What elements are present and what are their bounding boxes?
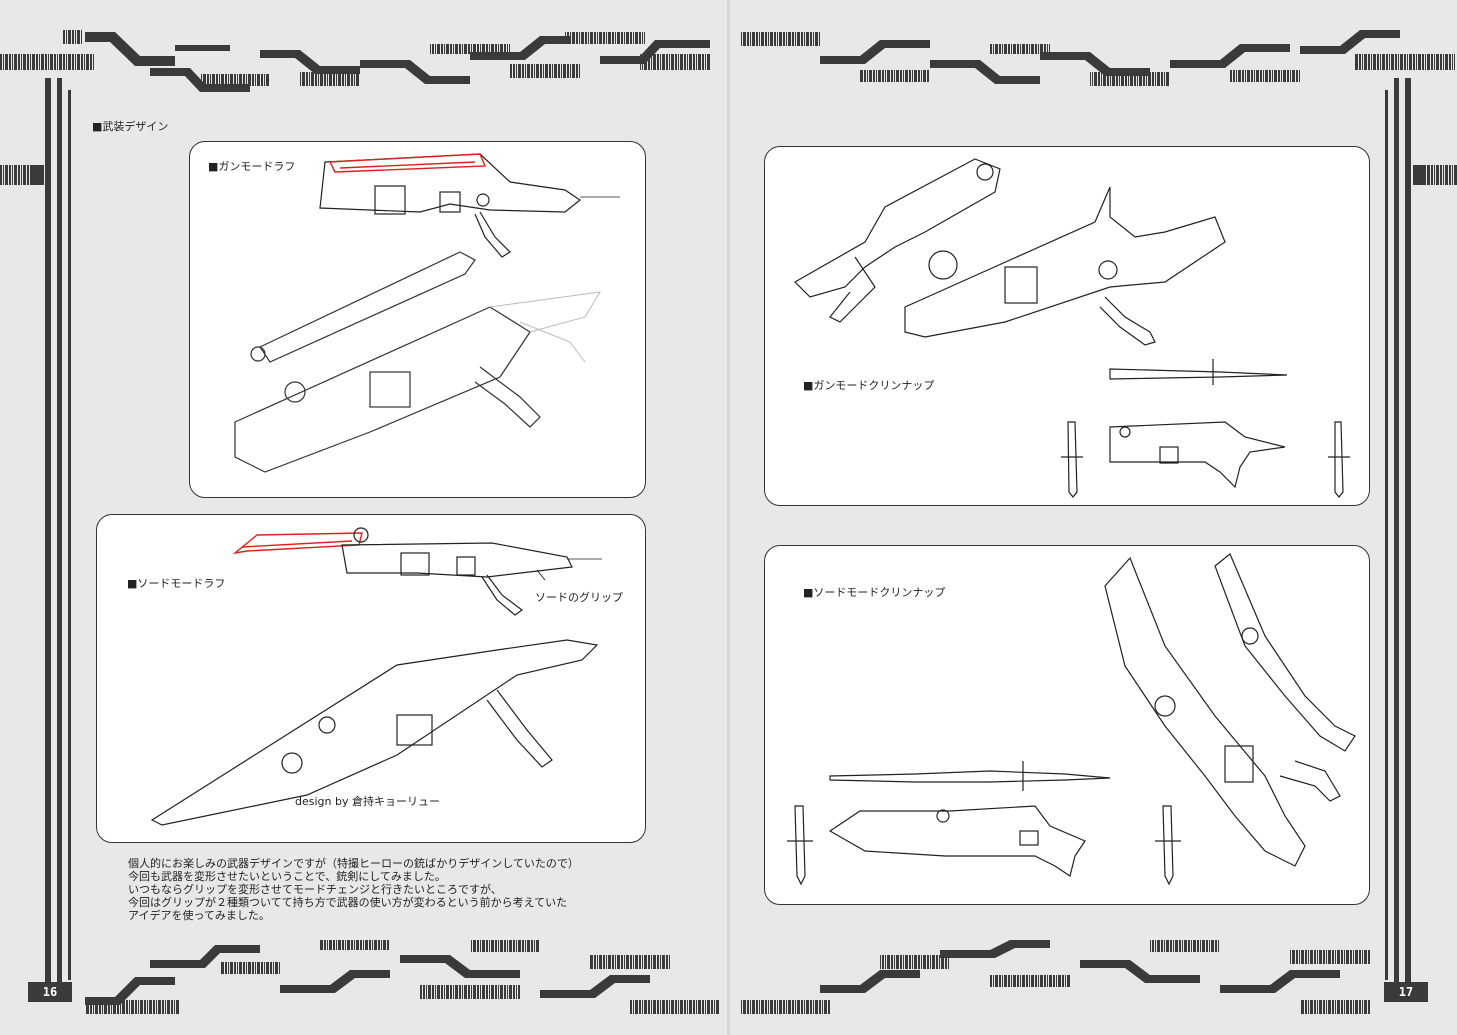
design-credit: design by 倉持キョーリュー <box>295 795 440 808</box>
gun-draft-panel: ■ガンモードラフ <box>189 141 646 498</box>
sword-draft-label: ■ソードモードラフ <box>127 577 226 590</box>
sword-draft-sketch <box>150 527 602 826</box>
body-line: 今回も武器を変形させたいということで、銃剣にしてみました。 <box>128 870 446 883</box>
gun-cleanup-panel: ■ガンモードクリンナップ <box>764 146 1370 506</box>
gun-draft-label: ■ガンモードラフ <box>208 160 296 173</box>
body-line: 個人的にお楽しみの武器デザインですが（特撮ヒーローの銃ばかりデザインしていたので… <box>128 857 579 870</box>
sword-cleanup-sketch <box>787 553 1356 886</box>
page-gutter <box>727 0 730 1035</box>
grip-note: ソードのグリップ <box>535 591 623 604</box>
body-line: いつもならグリップを変形させてモードチェンジと行きたいところですが、 <box>128 883 502 896</box>
body-line: アイデアを使ってみました。 <box>128 909 270 922</box>
page-number-right: 17 <box>1384 982 1428 1002</box>
sword-cleanup-label: ■ソードモードクリンナップ <box>803 586 946 599</box>
gun-cleanup-sketch <box>794 158 1350 498</box>
sword-draft-panel: ■ソードモードラフ ソードのグリップ <box>96 514 646 843</box>
body-text: 個人的にお楽しみの武器デザインですが（特撮ヒーローの銃ばかりデザインしていたので… <box>128 857 648 922</box>
sword-cleanup-panel: ■ソードモードクリンナップ <box>764 545 1370 905</box>
section-title: ■武装デザイン <box>92 120 169 133</box>
gun-cleanup-label: ■ガンモードクリンナップ <box>803 379 935 392</box>
page-number-left: 16 <box>28 982 72 1002</box>
gun-draft-sketch <box>234 153 620 473</box>
body-line: 今回はグリップが２種類ついてて持ち方で武器の使い方が変わるという前から考えていた <box>128 896 568 909</box>
